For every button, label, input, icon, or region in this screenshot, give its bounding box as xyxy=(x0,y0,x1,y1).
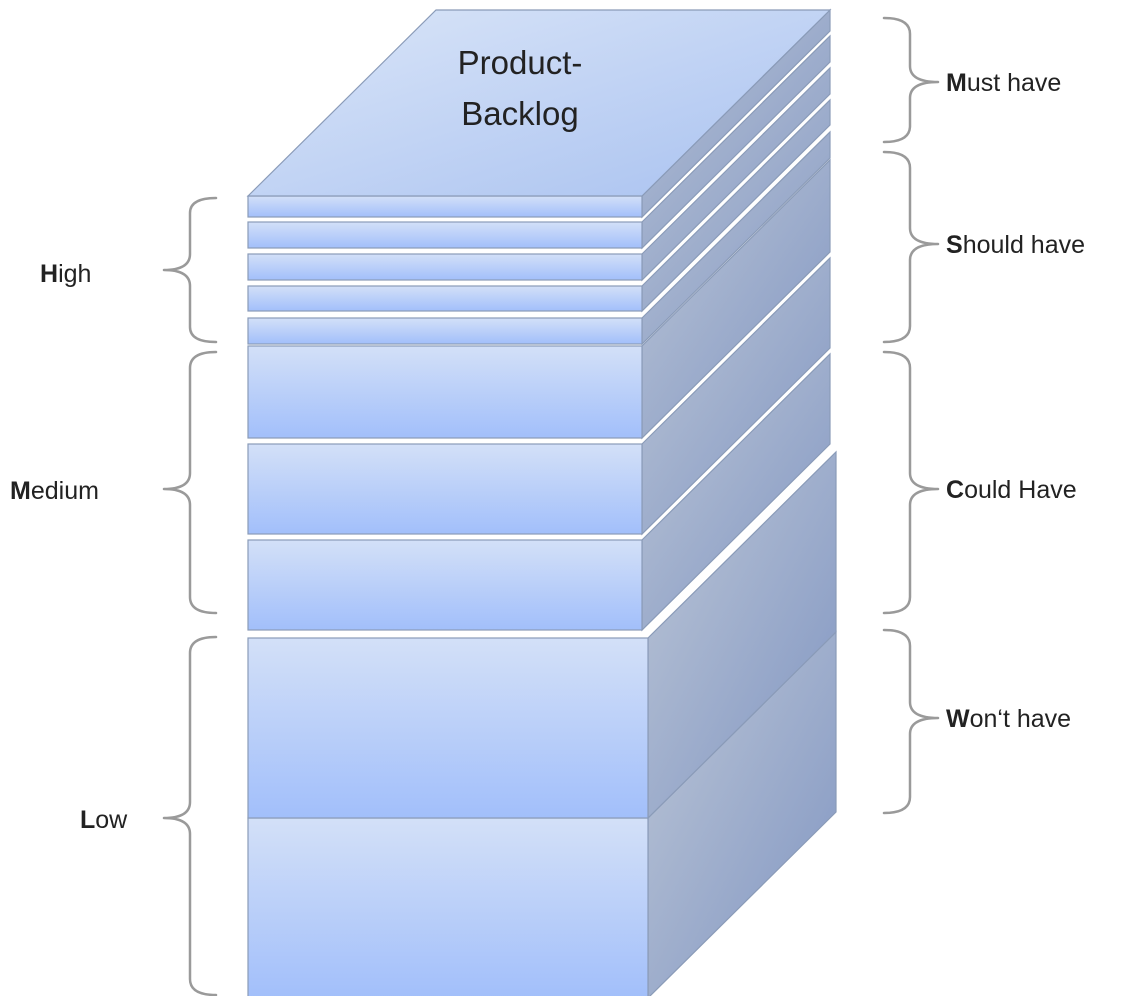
brace-low xyxy=(162,635,218,996)
label-medium: Medium xyxy=(10,477,99,505)
backlog-item-front xyxy=(247,637,649,819)
backlog-item xyxy=(246,8,832,219)
backlog-item xyxy=(247,34,831,250)
brace-wont xyxy=(882,628,940,815)
backlog-item-front xyxy=(247,317,643,345)
backlog-item xyxy=(247,450,837,820)
brace-must xyxy=(882,16,940,144)
backlog-top-face xyxy=(246,9,832,197)
brace-should xyxy=(882,150,940,344)
backlog-item-front xyxy=(247,221,643,249)
priority-brackets xyxy=(162,196,218,996)
brace-medium xyxy=(162,350,218,615)
stack-title: Product- Backlog xyxy=(458,44,583,132)
backlog-stack xyxy=(246,8,837,996)
backlog-item xyxy=(247,66,831,282)
backlog-item-front xyxy=(247,253,643,281)
moscow-brackets xyxy=(882,16,940,815)
backlog-item xyxy=(247,98,831,313)
label-wont-have: Won‘t have xyxy=(946,705,1071,733)
moscow-labels: Must have Should have Could Have Won‘t h… xyxy=(946,69,1085,733)
backlog-item xyxy=(247,256,831,536)
label-should-have: Should have xyxy=(946,231,1085,259)
backlog-item-front xyxy=(247,539,643,631)
label-low: Low xyxy=(80,806,128,834)
backlog-item-front xyxy=(247,817,649,996)
backlog-item xyxy=(247,130,831,346)
backlog-item xyxy=(247,630,837,996)
brace-could xyxy=(882,350,940,615)
backlog-item-front xyxy=(247,285,643,312)
backlog-item-front xyxy=(247,443,643,535)
label-high: High xyxy=(40,260,91,288)
backlog-item xyxy=(247,352,831,632)
backlog-item xyxy=(247,158,831,440)
stack-title-line1: Product- xyxy=(458,44,583,81)
label-must-have: Must have xyxy=(946,69,1061,97)
backlog-item-front xyxy=(247,345,643,439)
backlog-item-front xyxy=(247,195,643,218)
brace-high xyxy=(162,196,218,344)
stack-title-line2: Backlog xyxy=(461,95,578,132)
priority-labels: High Medium Low xyxy=(10,260,128,834)
label-could-have: Could Have xyxy=(946,476,1077,504)
